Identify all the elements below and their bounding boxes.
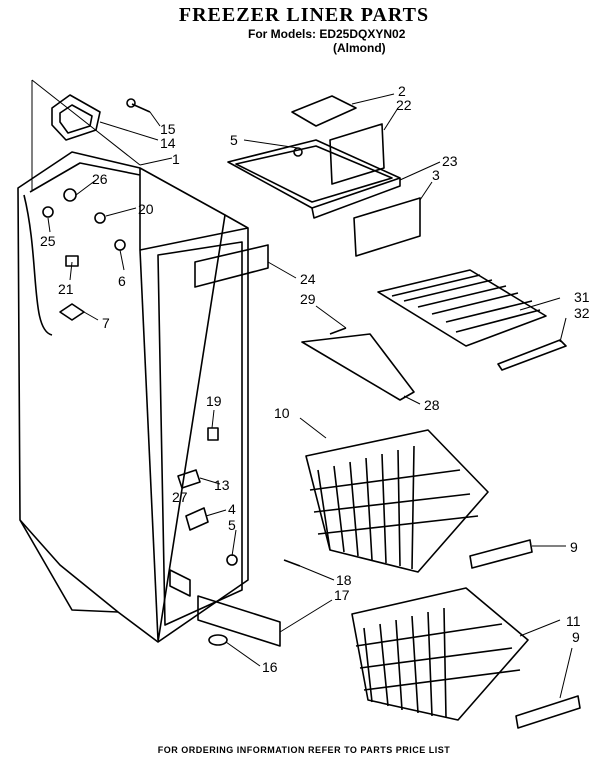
callout-25: 25 <box>40 233 56 249</box>
part-5-clip <box>293 147 303 157</box>
callout-6: 6 <box>118 273 126 289</box>
callout-29: 29 <box>300 291 316 307</box>
part-6-component <box>114 239 126 251</box>
callout-21: 21 <box>58 281 74 297</box>
callout-18: 18 <box>336 572 352 588</box>
callout-23: 23 <box>442 153 458 169</box>
callout-4: 4 <box>228 501 236 517</box>
part-31-wire-shelf <box>377 269 547 347</box>
callout-24: 24 <box>300 271 316 287</box>
callout-9-lower: 9 <box>572 629 580 645</box>
callout-13: 13 <box>214 477 230 493</box>
callout-9-upper: 9 <box>570 539 578 555</box>
part-32-strip <box>497 339 567 371</box>
part-19-fitting <box>207 427 219 441</box>
part-26-component <box>63 188 77 202</box>
callout-28: 28 <box>424 397 440 413</box>
part-13-fitting <box>177 469 201 489</box>
part-17-trim <box>197 595 281 647</box>
part-4-fitting <box>185 507 209 531</box>
callout-17: 17 <box>334 587 350 603</box>
part-23-shelf-frame <box>227 139 401 219</box>
ordering-note: FOR ORDERING INFORMATION REFER TO PARTS … <box>157 745 451 755</box>
callout-7: 7 <box>102 315 110 331</box>
part-22-panel <box>329 123 385 185</box>
callout-14: 14 <box>160 135 176 151</box>
part-24-trim <box>194 244 269 288</box>
part-9-strip-upper <box>469 539 533 569</box>
model-line: For Models: ED25DQXYN02 <box>248 27 406 41</box>
part-25-component <box>42 206 54 218</box>
part-28-bracket <box>301 333 415 401</box>
part-29-screw <box>329 327 347 335</box>
part-10-basket <box>305 429 489 573</box>
callout-20: 20 <box>138 201 154 217</box>
callout-3: 3 <box>432 167 440 183</box>
callout-19: 19 <box>206 393 222 409</box>
callout-15: 15 <box>160 121 176 137</box>
callout-32: 32 <box>574 305 590 321</box>
part-9-strip-lower <box>515 695 581 729</box>
callout-2: 2 <box>398 83 406 99</box>
freezer-liner-body <box>17 151 249 643</box>
part-2-support <box>291 95 357 127</box>
part-11-basket <box>351 587 529 721</box>
callout-5-top: 5 <box>230 132 238 148</box>
part-16-foot <box>208 634 228 646</box>
callout-5: 5 <box>228 517 236 533</box>
callout-22: 22 <box>396 97 412 113</box>
callout-31: 31 <box>574 289 590 305</box>
callout-1: 1 <box>172 151 180 167</box>
part-3-panel <box>353 197 421 257</box>
part-14-bracket <box>51 94 101 141</box>
part-7-component <box>59 303 85 321</box>
page-title: FREEZER LINER PARTS <box>178 4 430 26</box>
callout-11: 11 <box>566 613 581 629</box>
part-5-fitting <box>226 554 238 566</box>
callout-10: 10 <box>274 405 290 421</box>
callout-27: 27 <box>172 489 188 505</box>
part-18-screw <box>283 559 301 567</box>
callout-26: 26 <box>92 171 108 187</box>
part-20-component <box>94 212 106 224</box>
color-variant: (Almond) <box>333 41 386 55</box>
callout-16: 16 <box>262 659 278 675</box>
